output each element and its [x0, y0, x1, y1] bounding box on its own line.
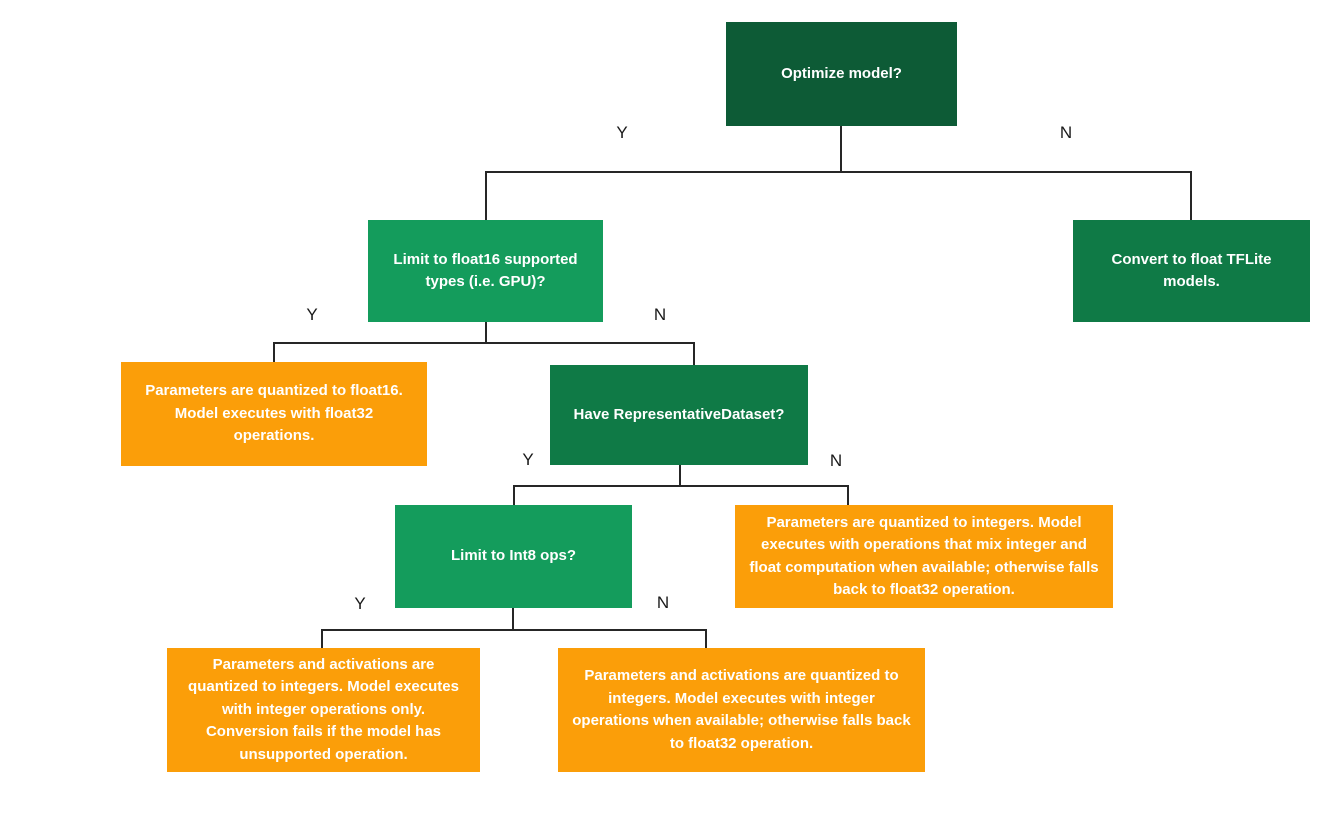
edge-optimize-no-drop — [1190, 171, 1192, 220]
edge-int8-stem — [512, 608, 514, 631]
action-convert-float-tflite: Convert to float TFLite models. — [1073, 220, 1310, 322]
decision-have-representative-dataset: Have RepresentativeDataset? — [550, 365, 808, 465]
result-integer-with-fallback: Parameters and activations are quantized… — [558, 648, 925, 772]
edge-label-float16-yes: Y — [306, 305, 318, 324]
edge-int8-bar — [321, 629, 707, 631]
edge-repdataset-stem — [679, 465, 681, 487]
edge-label-int8-no: N — [656, 593, 670, 612]
edge-repdataset-bar — [513, 485, 849, 487]
decision-limit-float16: Limit to float16 supported types (i.e. G… — [368, 220, 603, 322]
result-mixed-integer-float: Parameters are quantized to integers. Mo… — [735, 505, 1113, 608]
result-float16-quantization: Parameters are quantized to float16. Mod… — [121, 362, 427, 466]
edge-label-repdataset-yes: Y — [522, 450, 534, 469]
edge-label-optimize-yes: Y — [616, 123, 628, 142]
edge-int8-no-drop — [705, 629, 707, 648]
edge-float16-bar — [273, 342, 695, 344]
edge-optimize-bar — [485, 171, 1192, 173]
edge-label-repdataset-no: N — [829, 451, 843, 470]
edge-float16-yes-drop — [273, 342, 275, 362]
edge-optimize-stem — [840, 126, 842, 173]
decision-optimize-model: Optimize model? — [726, 22, 957, 126]
edge-optimize-yes-drop — [485, 171, 487, 220]
edge-int8-yes-drop — [321, 629, 323, 648]
edge-float16-no-drop — [693, 342, 695, 365]
edge-repdataset-yes-drop — [513, 485, 515, 505]
decision-limit-int8-ops: Limit to Int8 ops? — [395, 505, 632, 608]
edge-label-optimize-no: N — [1059, 123, 1073, 142]
result-integer-only: Parameters and activations are quantized… — [167, 648, 480, 772]
edge-float16-stem — [485, 322, 487, 344]
edge-label-int8-yes: Y — [354, 594, 366, 613]
edge-repdataset-no-drop — [847, 485, 849, 505]
edge-label-float16-no: N — [653, 305, 667, 324]
